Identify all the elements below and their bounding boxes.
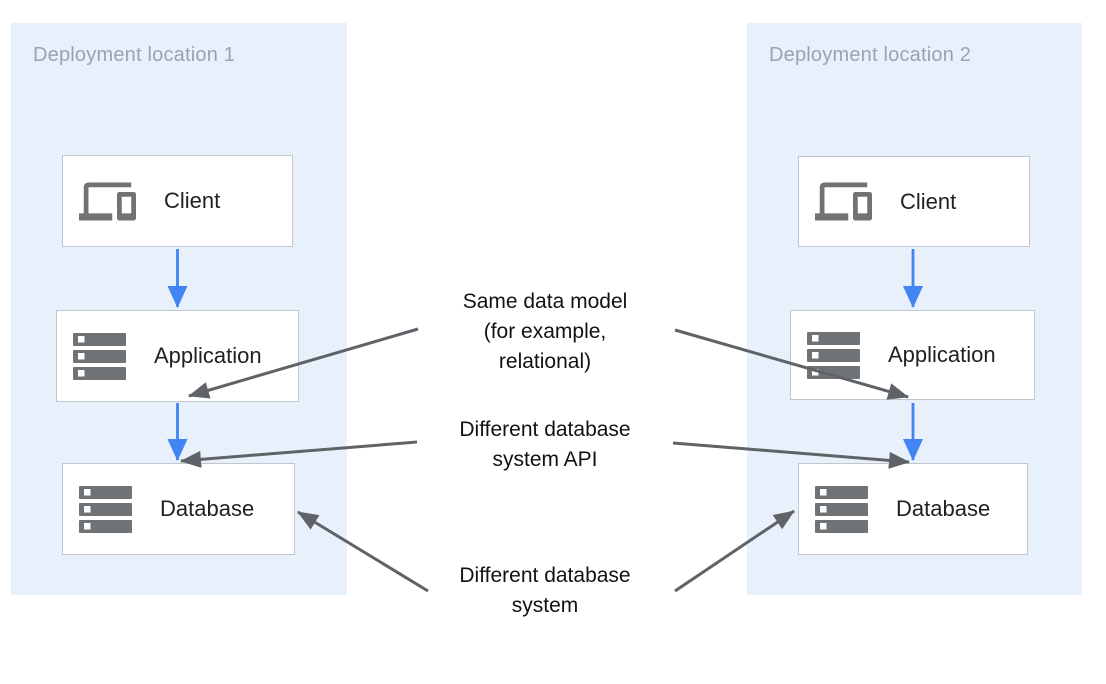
client-box-2: Client bbox=[798, 156, 1030, 247]
annotation-same-data-model: Same data model (for example, relational… bbox=[462, 290, 628, 373]
database-box-1: Database bbox=[62, 463, 295, 555]
server-stack-icon bbox=[73, 332, 126, 380]
database-box-2: Database bbox=[798, 463, 1028, 555]
server-stack-icon bbox=[807, 331, 860, 379]
server-stack-icon bbox=[815, 485, 868, 533]
application-box-2: Application bbox=[790, 310, 1035, 400]
server-stack-icon bbox=[79, 485, 132, 533]
box-label: Database bbox=[160, 496, 255, 521]
panel-title-2: Deployment location 2 bbox=[769, 44, 972, 66]
annotation-different-db-system: Different database system bbox=[459, 564, 631, 617]
application-box-1: Application bbox=[56, 310, 299, 402]
panel-title-1: Deployment location 1 bbox=[33, 44, 236, 66]
annotation-different-db-api: Different database system API bbox=[459, 418, 631, 471]
box-label: Client bbox=[164, 188, 221, 213]
devices-icon bbox=[815, 182, 872, 221]
box-label: Application bbox=[888, 342, 996, 367]
devices-icon bbox=[79, 182, 136, 220]
box-label: Client bbox=[900, 188, 957, 214]
box-label: Database bbox=[896, 496, 991, 521]
client-box-1: Client bbox=[62, 155, 293, 247]
box-label: Application bbox=[154, 343, 262, 368]
